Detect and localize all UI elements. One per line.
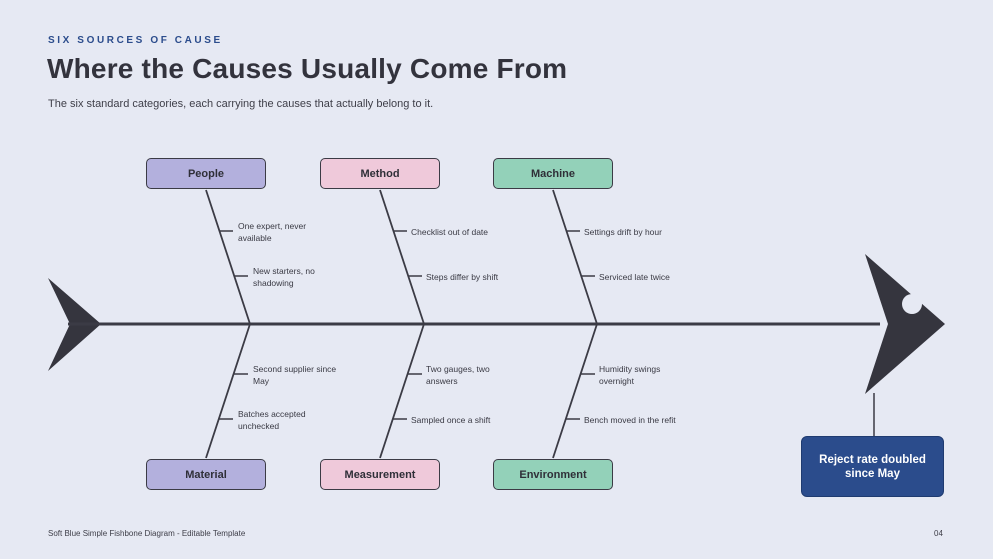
category-measurement[interactable]: Measurement	[320, 459, 440, 490]
cause-measurement-2: Sampled once a shift	[411, 415, 491, 425]
page-number: 04	[934, 529, 943, 538]
page-title: Where the Causes Usually Come From	[47, 53, 568, 84]
cause-people-2: New starters, no shadowing	[253, 266, 315, 288]
cause-people-1: One expert, never available	[238, 221, 307, 243]
fish-head	[865, 254, 945, 394]
cause-environment-2: Bench moved in the refit	[584, 415, 676, 425]
category-people[interactable]: People	[146, 158, 266, 189]
cause-method-1: Checklist out of date	[411, 227, 489, 237]
cause-method-2: Steps differ by shift	[426, 272, 499, 282]
category-machine[interactable]: Machine	[493, 158, 613, 189]
fish-eye	[902, 294, 922, 314]
bone-environment	[552, 323, 598, 459]
cause-measurement-1: Two gauges, two answers	[426, 364, 490, 386]
category-environment[interactable]: Environment	[493, 459, 613, 490]
eyebrow-label: SIX SOURCES OF CAUSE	[48, 35, 223, 46]
page-subtitle: The six standard categories, each carryi…	[48, 98, 434, 110]
bone-people	[205, 189, 251, 325]
category-method[interactable]: Method	[320, 158, 440, 189]
bone-method	[379, 189, 425, 325]
footer-text: Soft Blue Simple Fishbone Diagram - Edit…	[48, 529, 246, 538]
effect-box[interactable]: Reject rate doubled since May	[801, 436, 944, 497]
cause-material-1: Second supplier since May	[253, 364, 337, 386]
bone-material	[205, 323, 251, 459]
bone-machine	[552, 189, 598, 325]
category-material[interactable]: Material	[146, 459, 266, 490]
cause-material-2: Batches accepted unchecked	[238, 409, 306, 431]
cause-machine-2: Serviced late twice	[599, 272, 670, 282]
cause-environment-1: Humidity swings overnight	[599, 364, 661, 386]
bone-measurement	[379, 323, 425, 459]
cause-machine-1: Settings drift by hour	[584, 227, 662, 237]
